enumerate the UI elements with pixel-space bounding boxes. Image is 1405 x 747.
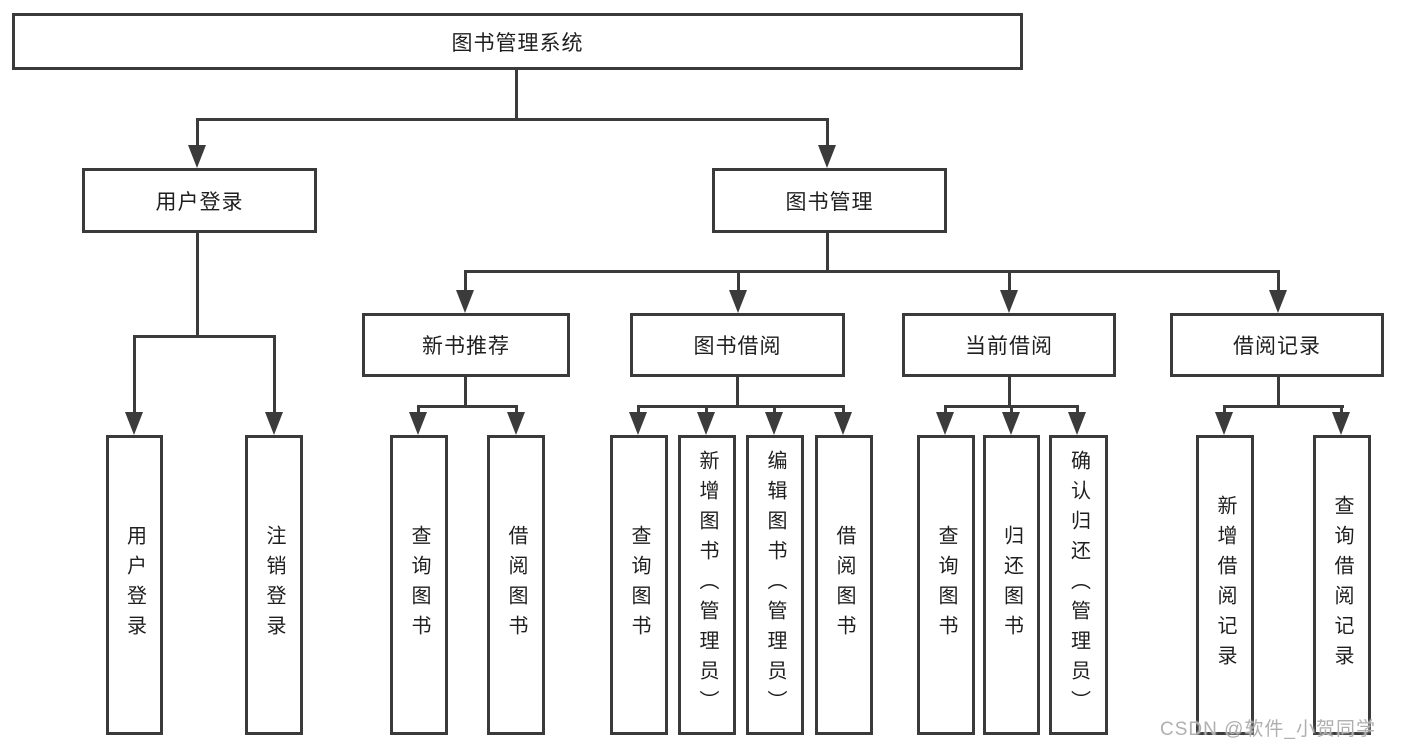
- connector-bookborrow-stem: [737, 270, 740, 292]
- connector-bb-borrow-stem: [842, 405, 845, 415]
- node-leaf-rec-borrow-book: 借阅图书: [487, 435, 545, 735]
- arrow-to-book-mgmt: [818, 145, 836, 168]
- connector-br-add-stem: [1223, 405, 1226, 415]
- connector-root-stem: [515, 70, 518, 120]
- connector-rec-down: [464, 377, 467, 407]
- arrow-to-logout-leaf: [265, 412, 283, 435]
- node-leaf-br-search-record: 查询借阅记录: [1313, 435, 1371, 735]
- node-leaf-bb-add-book-admin: 新增图书（管理员）: [678, 435, 736, 735]
- connector-borrowrecord-stem: [1277, 270, 1280, 292]
- connector-cb-search-stem: [944, 405, 947, 415]
- node-leaf-cb-return-book: 归还图书: [983, 435, 1040, 735]
- node-leaf-bb-edit-book-admin: 编辑图书（管理员）: [746, 435, 804, 735]
- arrow-to-rec-search: [409, 412, 427, 435]
- arrow-to-bb-edit: [765, 412, 783, 435]
- node-leaf-bb-borrow-book: 借阅图书: [815, 435, 873, 735]
- arrow-to-cb-confirm: [1068, 412, 1086, 435]
- arrow-to-login-leaf: [125, 412, 143, 435]
- arrow-to-br-add: [1215, 412, 1233, 435]
- csdn-watermark: CSDN @软件_小贺同学: [1160, 719, 1376, 740]
- connector-rec-search-stem: [417, 405, 420, 415]
- node-book-borrowing: 图书借阅: [630, 313, 845, 377]
- connector-userlogin-bar: [133, 335, 276, 338]
- connector-login-leaf-stem: [133, 335, 136, 414]
- arrow-to-bb-search: [629, 412, 647, 435]
- connector-br-down: [1277, 377, 1280, 407]
- node-leaf-cb-confirm-return-admin: 确认归还（管理员）: [1049, 435, 1108, 735]
- arrow-to-br-search: [1332, 412, 1350, 435]
- connector-bb-edit-stem: [773, 405, 776, 415]
- arrow-to-rec-borrow: [507, 412, 525, 435]
- connector-level3-bar: [464, 270, 1280, 273]
- connector-rec-bar: [417, 405, 518, 408]
- connector-bb-down: [736, 377, 739, 407]
- connector-bb-search-stem: [637, 405, 640, 415]
- node-current-borrowing: 当前借阅: [902, 313, 1116, 377]
- connector-userlogin-down: [196, 233, 199, 337]
- connector-bb-add-stem: [705, 405, 708, 415]
- node-leaf-rec-search-book: 查询图书: [390, 435, 448, 735]
- arrow-to-bb-borrow: [834, 412, 852, 435]
- connector-newbookrec-stem: [464, 270, 467, 292]
- node-leaf-cb-search-book: 查询图书: [917, 435, 975, 735]
- connector-br-search-stem: [1340, 405, 1343, 415]
- connector-cb-down: [1008, 377, 1011, 407]
- connector-cb-return-stem: [1010, 405, 1013, 415]
- arrow-to-book-borrow: [729, 290, 747, 313]
- node-library-system: 图书管理系统: [12, 13, 1023, 70]
- connector-userlogin-stem: [196, 118, 199, 148]
- arrow-to-cb-return: [1002, 412, 1020, 435]
- node-user-login: 用户登录: [82, 168, 317, 233]
- node-leaf-br-add-record: 新增借阅记录: [1196, 435, 1254, 735]
- arrow-to-borrow-record: [1269, 290, 1287, 313]
- connector-cb-confirm-stem: [1076, 405, 1079, 415]
- arrow-to-cb-search: [936, 412, 954, 435]
- connector-bb-bar: [637, 405, 845, 408]
- connector-level1-bar: [196, 118, 829, 121]
- arrow-to-user-login: [188, 145, 206, 168]
- node-borrowing-records: 借阅记录: [1170, 313, 1384, 377]
- connector-rec-borrow-stem: [515, 405, 518, 415]
- arrow-to-new-book-rec: [456, 290, 474, 313]
- node-leaf-logout: 注销登录: [245, 435, 303, 735]
- connector-bookmgmt-down: [826, 233, 829, 272]
- arrow-to-bb-add: [697, 412, 715, 435]
- arrow-to-current-borrow: [1000, 290, 1018, 313]
- connector-br-bar: [1223, 405, 1344, 408]
- connector-logout-leaf-stem: [273, 335, 276, 414]
- node-book-management: 图书管理: [712, 168, 947, 233]
- connector-bookmgmt-stem: [826, 118, 829, 148]
- connector-currentborrow-stem: [1008, 270, 1011, 292]
- node-leaf-bb-search-book: 查询图书: [610, 435, 668, 735]
- node-new-book-recommendation: 新书推荐: [362, 313, 570, 377]
- node-leaf-user-login: 用户登录: [106, 435, 163, 735]
